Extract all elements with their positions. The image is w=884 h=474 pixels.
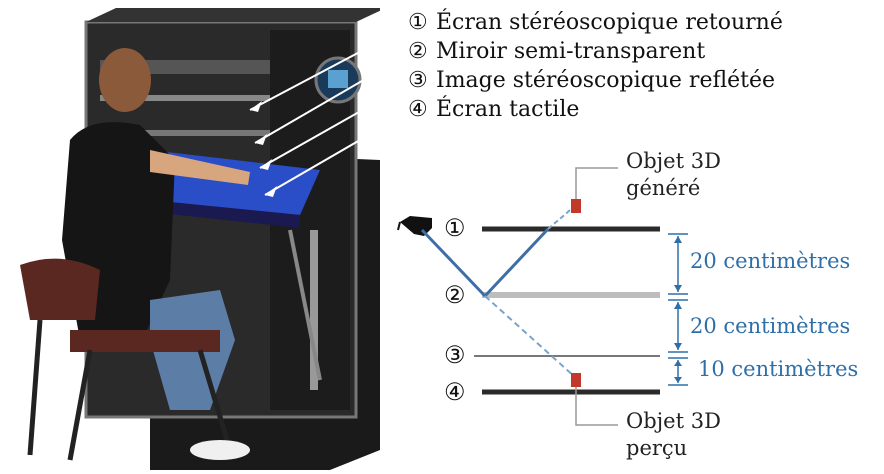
label-line: Objet 3D — [626, 409, 721, 433]
distance-label: 20 centimètres — [690, 314, 851, 338]
legend-label: Écran stéréoscopique retourné — [436, 10, 783, 35]
legend: ① Écran stéréoscopique retourné ② Miroir… — [408, 8, 783, 124]
level-number: ① — [444, 214, 466, 242]
legend-label: Image stéréoscopique reflétée — [436, 68, 776, 93]
legend-item-3: ③ Image stéréoscopique reflétée — [408, 66, 783, 95]
level-number: ② — [444, 281, 466, 309]
legend-item-2: ② Miroir semi-transparent — [408, 37, 783, 66]
distance-label: 10 centimètres — [698, 357, 859, 381]
legend-label: Miroir semi-transparent — [436, 39, 706, 64]
person-head — [99, 48, 151, 112]
level-number: ③ — [444, 341, 466, 369]
level-number: ④ — [444, 378, 466, 406]
perceived-object — [571, 373, 581, 387]
label-line: Objet 3D — [626, 149, 721, 173]
schematic-diagram: ① ② ③ ④ Objet 3D généré Objet 3D perçu 2… — [380, 0, 884, 470]
legend-number: ① — [408, 10, 428, 35]
legend-label: Écran tactile — [436, 97, 580, 122]
label-line: perçu — [626, 436, 688, 460]
legend-number: ③ — [408, 68, 428, 93]
perceived-object-label: Objet 3D perçu — [626, 408, 721, 462]
distance-label: 20 centimètres — [690, 249, 851, 273]
legend-item-1: ① Écran stéréoscopique retourné — [408, 8, 783, 37]
legend-number: ② — [408, 39, 428, 64]
legend-item-4: ④ Écran tactile — [408, 95, 783, 124]
label-line: généré — [626, 176, 701, 200]
generated-object — [571, 199, 581, 213]
installation-photo-illustration — [0, 0, 406, 470]
generated-object-label: Objet 3D généré — [626, 148, 721, 202]
legend-number: ④ — [408, 97, 428, 122]
schematic-svg — [397, 167, 688, 426]
installation-photo — [0, 0, 406, 470]
light-path — [420, 204, 577, 379]
chair — [20, 258, 100, 320]
